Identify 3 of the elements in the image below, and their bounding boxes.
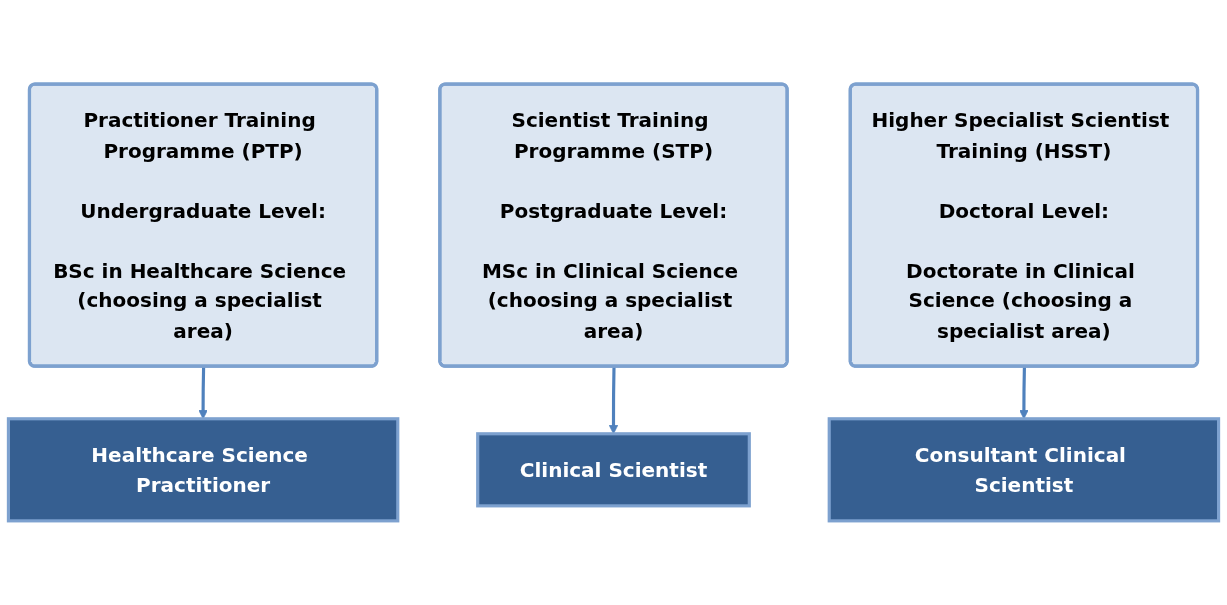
node-box: Clinical Scientist (476, 432, 751, 508)
node-box: Healthcare Science Practitioner (6, 417, 400, 523)
node-box: Consultant Clinical Scientist (827, 417, 1221, 523)
